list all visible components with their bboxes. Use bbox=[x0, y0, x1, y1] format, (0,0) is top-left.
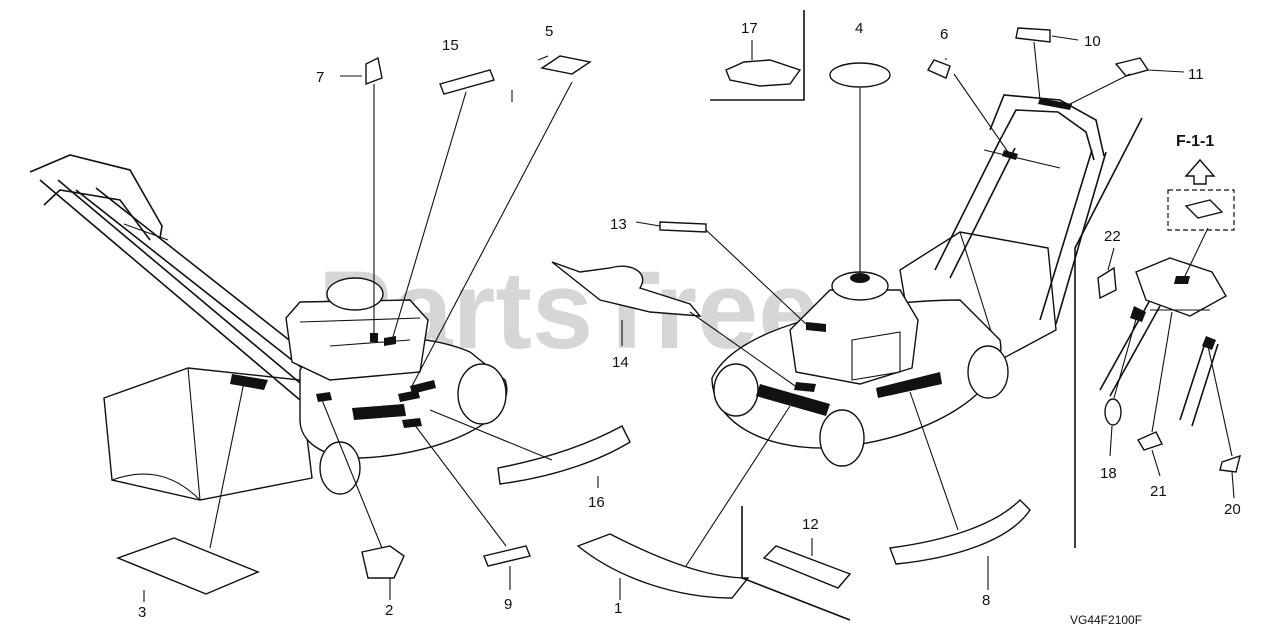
left-mower-front-wheel bbox=[319, 441, 361, 495]
callout-12: 12 bbox=[802, 516, 819, 533]
decal-part-22 bbox=[1097, 266, 1117, 300]
left-mower-grass-bag bbox=[103, 367, 313, 501]
decal-17-frame bbox=[710, 10, 805, 101]
callout-17: 17 bbox=[741, 20, 758, 37]
leader-lines bbox=[143, 35, 1235, 602]
decal-12-frame bbox=[741, 506, 851, 621]
center-mower-handle bbox=[934, 139, 1107, 325]
callout-16: 16 bbox=[588, 494, 605, 511]
callout-22: 22 bbox=[1104, 228, 1121, 245]
callout-4: 4 bbox=[855, 20, 863, 37]
callout-8: 8 bbox=[982, 592, 990, 609]
decal-part-8 bbox=[889, 499, 1031, 565]
detail-zoom-box bbox=[1167, 189, 1235, 231]
decal-part-20 bbox=[1219, 454, 1241, 473]
decal-part-1 bbox=[576, 533, 750, 599]
decal-part-4 bbox=[829, 62, 891, 88]
center-mower-front-wheel bbox=[819, 409, 865, 467]
decal-part-16 bbox=[497, 425, 631, 485]
center-mower bbox=[711, 94, 1107, 467]
decal-part-3 bbox=[116, 537, 260, 595]
decal-part-6 bbox=[926, 59, 951, 79]
decal-part-7 bbox=[365, 56, 383, 86]
decal-part-12 bbox=[762, 545, 852, 589]
callout-5: 5 bbox=[545, 23, 553, 40]
decal-part-14 bbox=[551, 261, 702, 317]
detail-handle-assembly bbox=[1099, 257, 1227, 427]
section-label: F-1-1 bbox=[1176, 133, 1214, 150]
callout-15: 15 bbox=[442, 37, 459, 54]
callout-10: 10 bbox=[1084, 33, 1101, 50]
decal-part-17 bbox=[725, 59, 802, 87]
decal-part-5 bbox=[540, 55, 592, 75]
decal-part-2 bbox=[361, 545, 405, 579]
callout-13: 13 bbox=[610, 216, 627, 233]
decal-part-18 bbox=[1104, 398, 1122, 426]
callout-20: 20 bbox=[1224, 501, 1241, 518]
callout-1: 1 bbox=[614, 600, 622, 617]
decal-part-21 bbox=[1136, 431, 1163, 451]
callout-18: 18 bbox=[1100, 465, 1117, 482]
decal-part-13 bbox=[659, 221, 707, 233]
decal-part-11 bbox=[1114, 57, 1150, 77]
callout-11: 11 bbox=[1188, 66, 1204, 83]
left-mower-rear-wheel bbox=[457, 363, 507, 425]
callout-2: 2 bbox=[385, 602, 393, 619]
arrow-up-icon bbox=[1184, 158, 1216, 185]
center-mower-rear-wheel bbox=[967, 345, 1009, 399]
decal-part-10 bbox=[1015, 27, 1051, 43]
callout-6: 6 bbox=[940, 26, 948, 43]
center-mower-left-wheel bbox=[713, 363, 759, 417]
left-mower bbox=[29, 154, 508, 501]
detail-divider bbox=[1074, 117, 1143, 548]
reference-code: VG44F2100F bbox=[1070, 613, 1142, 627]
callout-9: 9 bbox=[504, 596, 512, 613]
callout-7: 7 bbox=[316, 69, 324, 86]
callout-14: 14 bbox=[612, 354, 629, 371]
left-mower-engine bbox=[285, 299, 429, 381]
callout-numbers: 1 2 3 4 5 6 7 8 9 10 11 12 13 14 15 16 1… bbox=[138, 20, 1241, 621]
callout-3: 3 bbox=[138, 604, 146, 621]
decal-part-9 bbox=[483, 545, 531, 567]
decal-part-15 bbox=[439, 69, 495, 95]
left-mower-handle bbox=[39, 179, 346, 401]
callout-21: 21 bbox=[1150, 483, 1167, 500]
